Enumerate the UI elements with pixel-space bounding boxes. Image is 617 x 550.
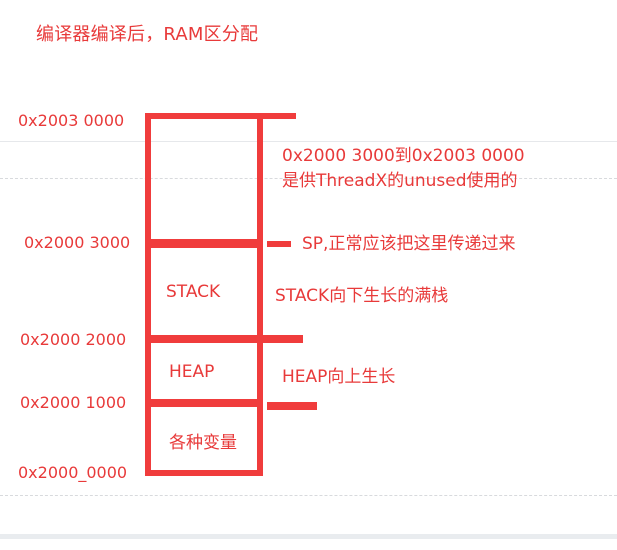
pointer-sp	[267, 241, 291, 247]
bottom-bar	[0, 534, 617, 539]
boundary-sp	[145, 239, 263, 248]
boundary-heap-top	[145, 335, 303, 343]
address-heap-top: 0x2000 2000	[20, 330, 127, 349]
address-base: 0x2000_0000	[18, 463, 128, 482]
address-heap-bottom: 0x2000 1000	[20, 393, 127, 412]
note-sp: SP,正常应该把这里传递过来	[302, 234, 516, 254]
region-stack-label: STACK	[166, 282, 221, 302]
note-unused-line1: 0x2000 3000到0x2003 0000	[282, 146, 525, 166]
guide-line-base	[0, 495, 617, 496]
note-heap: HEAP向上生长	[282, 367, 396, 387]
boundary-top	[145, 113, 296, 119]
boundary-heap-bottom	[145, 399, 263, 407]
pointer-heap-bottom	[267, 402, 317, 410]
address-sp: 0x2000 3000	[24, 233, 131, 252]
note-unused-line2: 是供ThreadX的unused使用的	[282, 171, 518, 191]
guide-line-unused	[0, 178, 617, 179]
memory-frame-bottom	[145, 470, 263, 476]
address-top: 0x2003 0000	[18, 111, 125, 130]
region-vars-label: 各种变量	[169, 433, 237, 453]
memory-frame-left	[145, 113, 151, 476]
memory-frame-right	[257, 113, 263, 476]
guide-line-top	[0, 141, 617, 142]
note-stack: STACK向下生长的满栈	[275, 286, 449, 306]
diagram-title: 编译器编译后，RAM区分配	[36, 24, 259, 45]
region-heap-label: HEAP	[169, 362, 215, 382]
